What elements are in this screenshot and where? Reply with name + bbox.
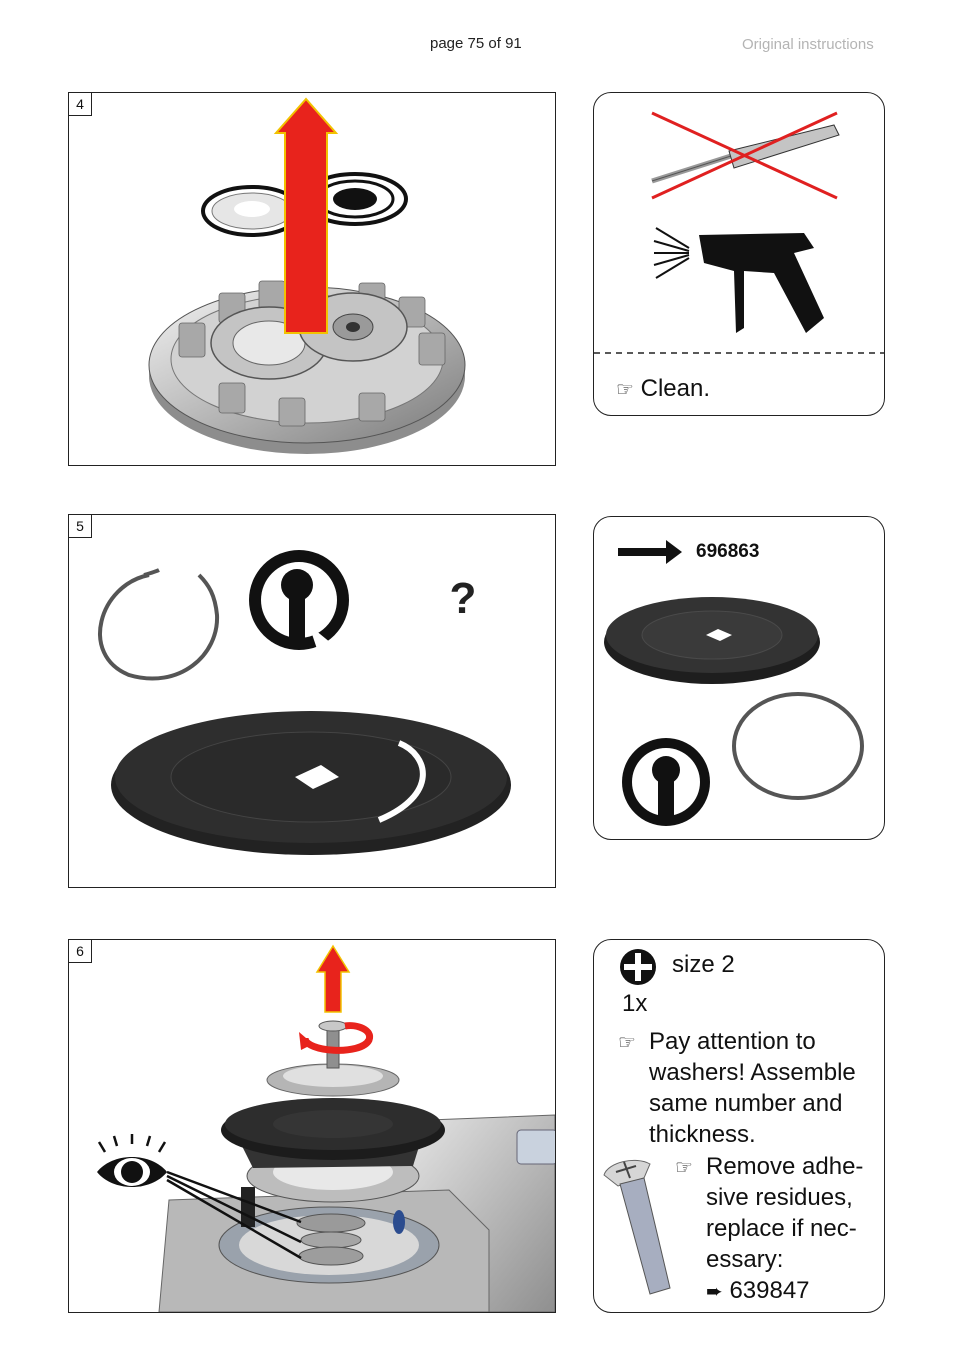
reference-part-number: 639847: [729, 1277, 810, 1304]
cleaning-illustration: [594, 111, 884, 354]
hand-pointer-icon: ☞: [675, 1157, 693, 1179]
arrow-right-icon: [618, 540, 682, 564]
screw-instructions-card: size 2 1x ☞ Pay attention to washers! As…: [593, 939, 885, 1313]
screwdriver-size: size 2: [672, 951, 735, 978]
o-ring-icon: [732, 692, 864, 800]
wire-brush-icon: [651, 124, 840, 184]
valve-plate-illustration: [148, 97, 466, 454]
damaged-diaphragm-icon: [111, 711, 511, 855]
damaged-diaphragm-illustration: ?: [98, 550, 511, 855]
document-label: Original instructions: [742, 36, 874, 53]
lift-arrow-icon: [315, 944, 351, 1013]
air-gun-icon: [653, 227, 824, 333]
question-mark: ?: [450, 574, 477, 623]
reference-arrow-icon: ➨: [706, 1281, 723, 1303]
step-6-figure: 6: [68, 939, 556, 1313]
replacement-part-card: 696863: [593, 516, 885, 840]
screw-quantity: 1x: [622, 990, 648, 1017]
step-number: 5: [69, 515, 92, 538]
broken-o-ring-icon: [98, 568, 220, 681]
residue-instruction: Remove adhe- sive residues, replace if n…: [706, 1153, 864, 1304]
step-4-figure: 4: [68, 92, 556, 466]
step-number: 4: [69, 93, 92, 116]
clean-card: ☞ Clean.: [593, 92, 885, 416]
step-number: 6: [69, 940, 92, 963]
page-number: page 75 of 91: [430, 35, 522, 52]
step-5-figure: 5 ?: [68, 514, 556, 888]
screw-card-illustration: [603, 949, 671, 1295]
replacement-diaphragm-illustration: [604, 540, 864, 826]
phillips-screwdriver-icon: [620, 949, 656, 985]
part-number: 696863: [696, 541, 760, 562]
rotate-arrow-icon: [301, 1022, 374, 1054]
hand-pointer-icon: ☞: [616, 379, 634, 401]
disassembly-illustration: [97, 944, 555, 1312]
seal-icon: [622, 738, 710, 826]
hand-pointer-icon: ☞: [618, 1032, 636, 1054]
clean-instruction: Clean.: [640, 375, 710, 402]
washer-instruction: Pay attention to washers! Assemble same …: [649, 1028, 856, 1148]
eye-icon: [97, 1134, 167, 1187]
damaged-seal-icon: [249, 550, 349, 655]
countersunk-screw-icon: [603, 1160, 671, 1295]
